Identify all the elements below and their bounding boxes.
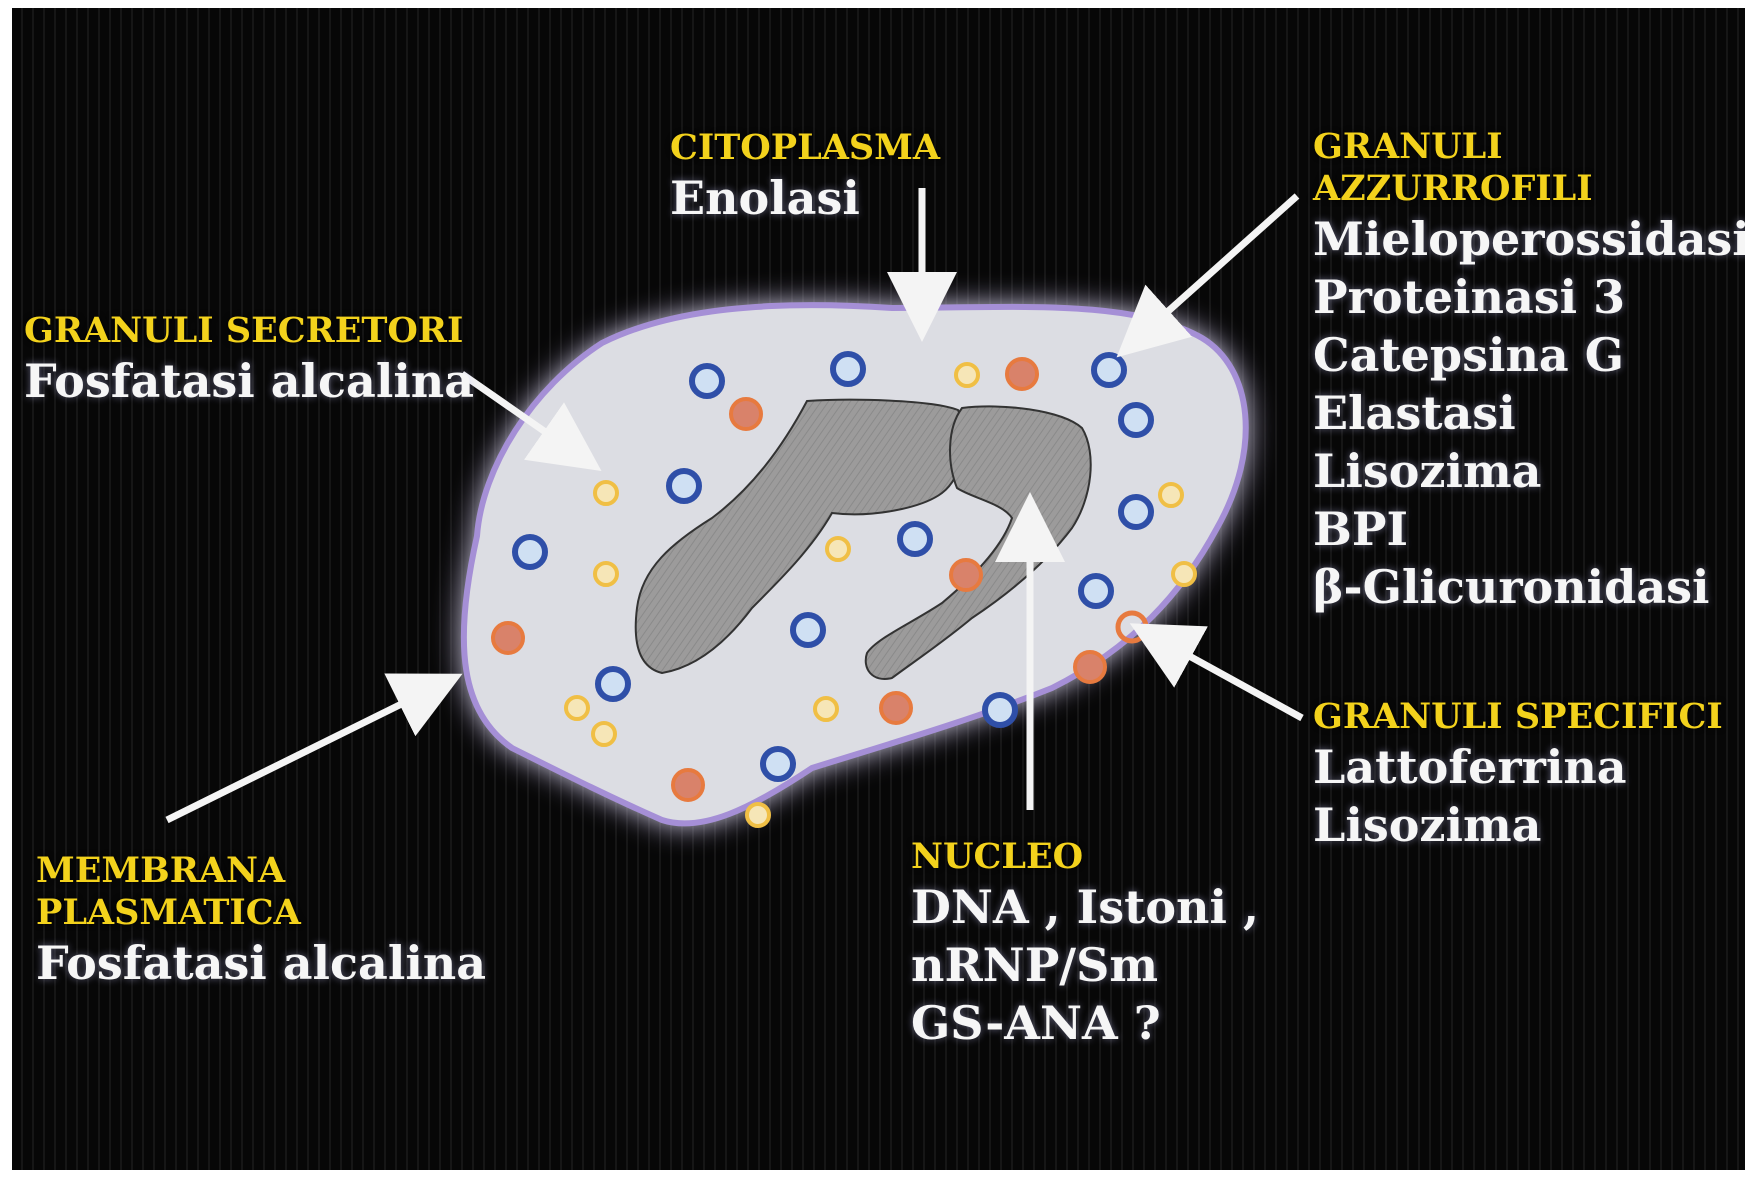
item-lisozima: Lisozima [1313, 442, 1745, 500]
blue-ring-granule-icon [1081, 576, 1111, 606]
blue-ring-granule-icon [793, 615, 823, 645]
label-granuli-azzurrofili: GRANULI AZZURROFILI Mieloperossidasi Pro… [1313, 126, 1745, 616]
item-proteinasi-3: Proteinasi 3 [1313, 268, 1745, 326]
heading-granuli-secretori: GRANULI SECRETORI [24, 310, 474, 352]
blue-ring-granule-icon [1094, 355, 1124, 385]
label-nucleo: NUCLEO DNA , Istoni , nRNP/Sm GS-ANA ? [911, 836, 1259, 1052]
heading-plasmatica: PLASMATICA [36, 892, 486, 934]
blue-ring-granule-icon [763, 749, 793, 779]
item-beta-glicuronidasi: β-Glicuronidasi [1313, 558, 1745, 616]
yellow-granule-icon [1173, 563, 1195, 585]
yellow-granule-icon [593, 723, 615, 745]
orange-granule-icon [1075, 652, 1105, 682]
item-mieloperossidasi: Mieloperossidasi [1313, 210, 1745, 268]
yellow-granule-icon [747, 804, 769, 826]
orange-granule-icon [493, 623, 523, 653]
yellow-granule-icon [566, 697, 588, 719]
orange-granule-icon [1007, 359, 1037, 389]
blue-ring-granule-icon [900, 524, 930, 554]
yellow-granule-icon [956, 364, 978, 386]
blue-ring-granule-icon [833, 354, 863, 384]
item-dna-istoni: DNA , Istoni , [911, 878, 1259, 936]
label-citoplasma: CITOPLASMA Enolasi [670, 127, 940, 227]
item-bpi: BPI [1313, 500, 1745, 558]
item-fosfatasi-alcalina: Fosfatasi alcalina [36, 934, 486, 992]
arrow-icon [167, 680, 450, 820]
label-granuli-secretori: GRANULI SECRETORI Fosfatasi alcalina [24, 310, 474, 410]
blue-ring-granule-icon [515, 537, 545, 567]
diagram-frame: CITOPLASMA Enolasi GRANULI AZZURROFILI M… [12, 8, 1745, 1170]
orange-granule-icon [731, 399, 761, 429]
arrow-icon [1127, 196, 1297, 348]
yellow-granule-icon [827, 538, 849, 560]
orange-granule-icon [881, 693, 911, 723]
label-granuli-specifici: GRANULI SPECIFICI Lattoferrina Lisozima [1313, 696, 1723, 854]
blue-ring-granule-icon [692, 366, 722, 396]
heading-citoplasma: CITOPLASMA [670, 127, 940, 169]
item-lisozima: Lisozima [1313, 796, 1723, 854]
orange-granule-icon [673, 770, 703, 800]
heading-azzurrofili: AZZURROFILI [1313, 168, 1745, 210]
heading-membrana: MEMBRANA [36, 850, 486, 892]
item-elastasi: Elastasi [1313, 384, 1745, 442]
yellow-granule-icon [595, 482, 617, 504]
yellow-granule-icon [1160, 484, 1182, 506]
orange-granule-icon [951, 560, 981, 590]
heading-nucleo: NUCLEO [911, 836, 1259, 878]
item-catepsina-g: Catepsina G [1313, 326, 1745, 384]
item-lattoferrina: Lattoferrina [1313, 738, 1723, 796]
blue-ring-granule-icon [1121, 405, 1151, 435]
yellow-granule-icon [815, 698, 837, 720]
label-membrana-plasmatica: MEMBRANA PLASMATICA Fosfatasi alcalina [36, 850, 486, 992]
item-enolasi: Enolasi [670, 169, 940, 227]
yellow-granule-icon [595, 563, 617, 585]
blue-ring-granule-icon [1121, 497, 1151, 527]
arrow-icon [1142, 630, 1302, 718]
item-gs-ana: GS-ANA ? [911, 994, 1259, 1052]
blue-ring-granule-icon [598, 669, 628, 699]
blue-ring-granule-icon [669, 471, 699, 501]
item-fosfatasi-alcalina: Fosfatasi alcalina [24, 352, 474, 410]
item-nrnp-sm: nRNP/Sm [911, 936, 1259, 994]
blue-ring-granule-icon [985, 695, 1015, 725]
heading-granuli-specifici: GRANULI SPECIFICI [1313, 696, 1723, 738]
heading-granuli: GRANULI [1313, 126, 1745, 168]
